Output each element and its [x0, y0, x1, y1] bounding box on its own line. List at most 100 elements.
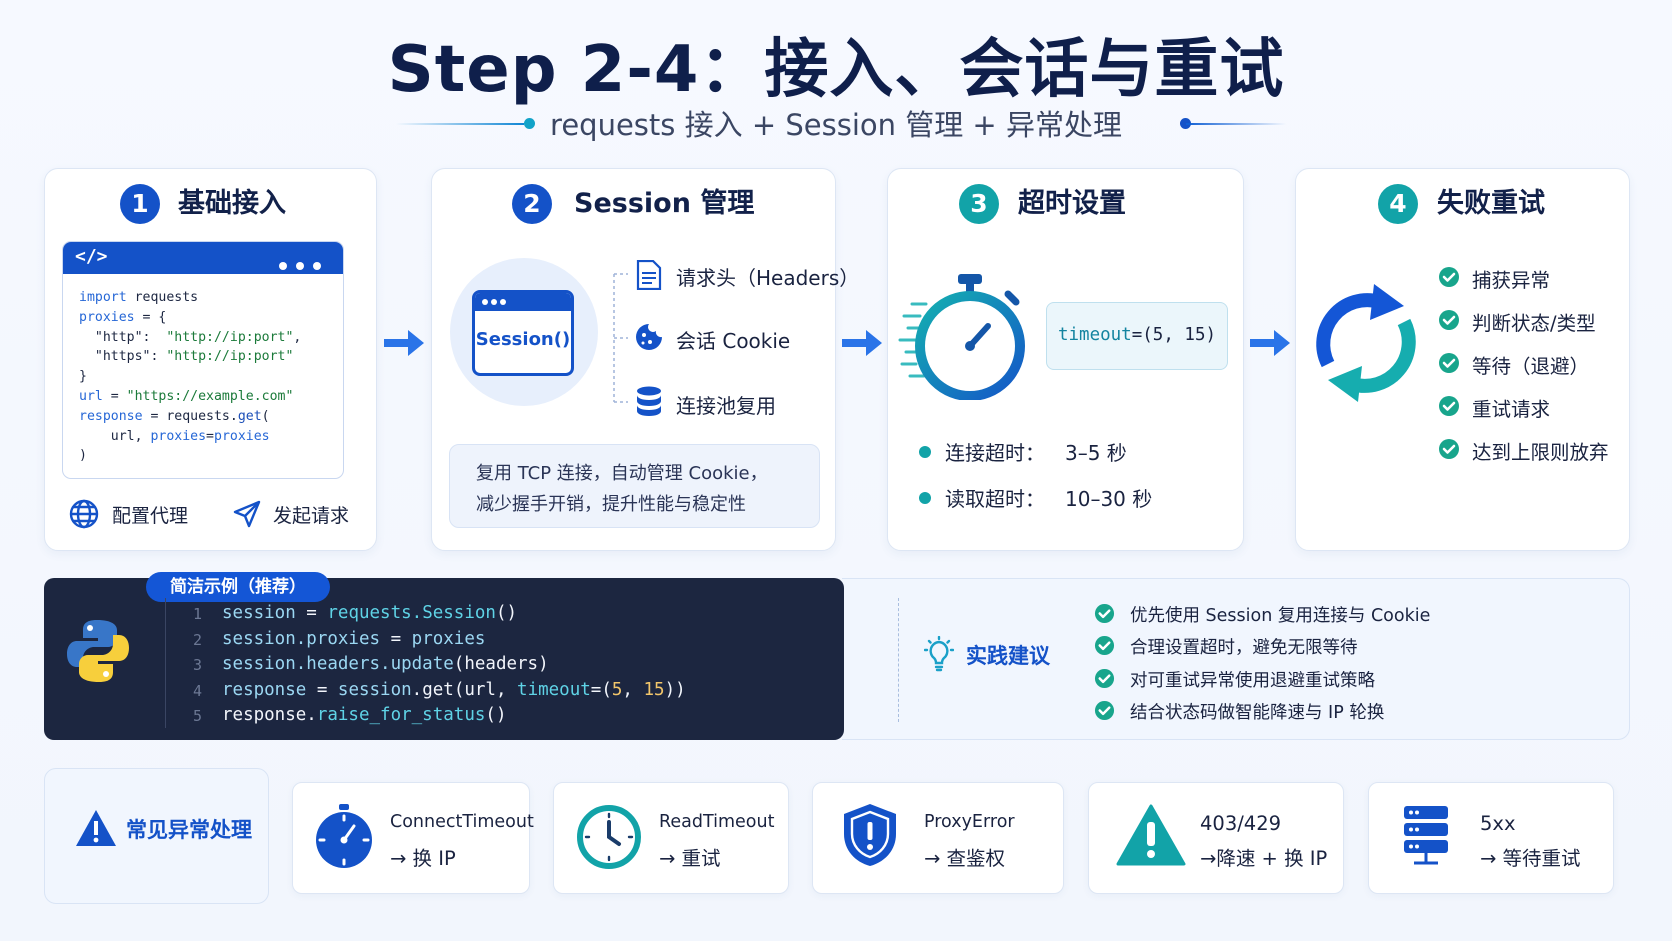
code-token: session [222, 603, 296, 623]
step-number-4: 4 [1378, 184, 1418, 224]
code-token: timeout [517, 679, 591, 700]
session-window-icon: Session() [472, 290, 574, 376]
card3-title: 超时设置 [1018, 188, 1126, 219]
code-token: "http://ip:port" [166, 329, 294, 345]
server-icon [1402, 804, 1450, 866]
exception-action-connecttimeout: → 换 IP [390, 847, 456, 870]
timeout-code-val: =(5, 15) [1131, 325, 1217, 345]
code-token: () [495, 603, 518, 623]
stopwatch-icon [896, 272, 1026, 401]
practice-title: 实践建议 [966, 644, 1050, 668]
code-token: import [79, 290, 127, 305]
practice-item-1: 优先使用 Session 复用连接与 Cookie [1130, 606, 1431, 626]
warning-icon [75, 808, 117, 848]
code-token: (headers) [453, 654, 549, 675]
lightbulb-icon [923, 635, 955, 672]
code-token: raise_for_status [316, 705, 486, 726]
code-line: response.raise_for_status() [222, 705, 506, 725]
connect-timeout-label: 连接超时： [945, 441, 1045, 465]
code-token: response [222, 679, 307, 700]
code-window-bar: </> [63, 242, 343, 274]
retry-step-5: 达到上限则放弃 [1472, 441, 1609, 464]
exception-name-connecttimeout: ConnectTimeout [390, 812, 534, 832]
card2-title: Session 管理 [574, 188, 755, 219]
code-line: session.headers.update(headers) [222, 654, 549, 674]
code-line: url = "https://example.com" [79, 387, 327, 407]
code-token: : [142, 329, 167, 345]
exception-action-5xx: → 等待重试 [1480, 847, 1581, 870]
code-line: session = requests.Session() [222, 603, 517, 623]
warning-icon [1116, 804, 1186, 866]
exception-name-readtimeout: ReadTimeout [659, 812, 775, 832]
exception-name-proxyerror: ProxyError [924, 812, 1015, 832]
session-note-line1: 复用 TCP 连接，自动管理 Cookie， [476, 463, 768, 484]
code-line: import requests [79, 288, 327, 308]
code-token: proxies [411, 628, 486, 649]
subtitle-line-left [396, 123, 524, 125]
retry-step-4: 重试请求 [1472, 398, 1551, 421]
exception-card-5xx [1368, 782, 1614, 894]
code-token: 5 [611, 679, 623, 700]
code-token: : [150, 349, 167, 365]
practice-item-4: 结合状态码做智能降速与 IP 轮换 [1130, 703, 1385, 724]
line-number: 3 [192, 656, 202, 675]
arrow-right-icon [384, 328, 426, 358]
code-token: , [293, 329, 302, 345]
document-icon [636, 259, 662, 291]
exceptions-title: 常见异常处理 [126, 818, 252, 842]
bullet-dot [919, 446, 931, 458]
gutter-divider [165, 598, 166, 728]
check-circle-icon [1094, 668, 1115, 689]
subtitle-dot-right [1180, 118, 1191, 129]
exception-card-readtimeout [553, 782, 789, 894]
code-token: session.proxies [222, 628, 381, 649]
check-circle-icon [1094, 635, 1115, 656]
code-token: requests.Session [327, 603, 496, 623]
code-line: session.proxies = proxies [222, 629, 485, 649]
code-token: response [79, 408, 143, 424]
exception-name-403-429: 403/429 [1200, 812, 1282, 835]
check-circle-icon [1438, 395, 1460, 417]
check-circle-icon [1094, 700, 1115, 721]
code-token: ( [261, 408, 270, 424]
timeout-code-key: timeout [1057, 325, 1132, 345]
code-window: </> import requests proxies = { "http": "… [62, 241, 344, 479]
code-token: url [79, 388, 103, 404]
exception-action-readtimeout: → 重试 [659, 847, 721, 870]
line-number: 5 [192, 707, 202, 726]
arrow-right-icon [842, 328, 884, 358]
code-token: session [337, 679, 412, 700]
stopwatch-icon [312, 804, 376, 870]
retry-step-2: 判断状态/类型 [1472, 312, 1596, 335]
card4-title: 失败重试 [1437, 188, 1545, 219]
session-item-pool: 连接池复用 [676, 394, 776, 418]
check-circle-icon [1094, 603, 1115, 624]
line-number: 2 [192, 630, 202, 649]
check-circle-icon [1438, 352, 1460, 374]
subtitle-dot-left [524, 118, 535, 129]
code-token: = [306, 679, 338, 700]
page-title: Step 2-4：接入、会话与重试 [387, 33, 1285, 107]
page-subtitle: requests 接入 + Session 管理 + 异常处理 [550, 108, 1122, 142]
session-item-headers: 请求头（Headers） [676, 266, 860, 290]
code-token: =( [590, 679, 612, 700]
exception-name-5xx: 5xx [1480, 812, 1516, 835]
shield-icon [842, 802, 898, 868]
exception-action-proxyerror: → 查鉴权 [924, 847, 1006, 870]
code-line: response = session.get(url, timeout=(5, … [222, 680, 686, 700]
code-token: = [295, 603, 328, 623]
code-token: "https" [79, 349, 151, 365]
code-token: "http" [79, 329, 143, 345]
code-token: session.headers.update [222, 654, 454, 675]
code-token: get [237, 408, 262, 424]
code-token: = [380, 628, 412, 649]
subtitle-line-right [1186, 123, 1286, 125]
code-token: requests [126, 290, 199, 305]
code-token: proxies [214, 428, 270, 444]
session-branch-lines [613, 273, 628, 403]
send-icon [232, 499, 262, 529]
database-icon [636, 386, 662, 418]
code-token: = { [134, 309, 167, 325]
bullet-dot [919, 492, 931, 504]
window-dots-icon [279, 255, 329, 270]
